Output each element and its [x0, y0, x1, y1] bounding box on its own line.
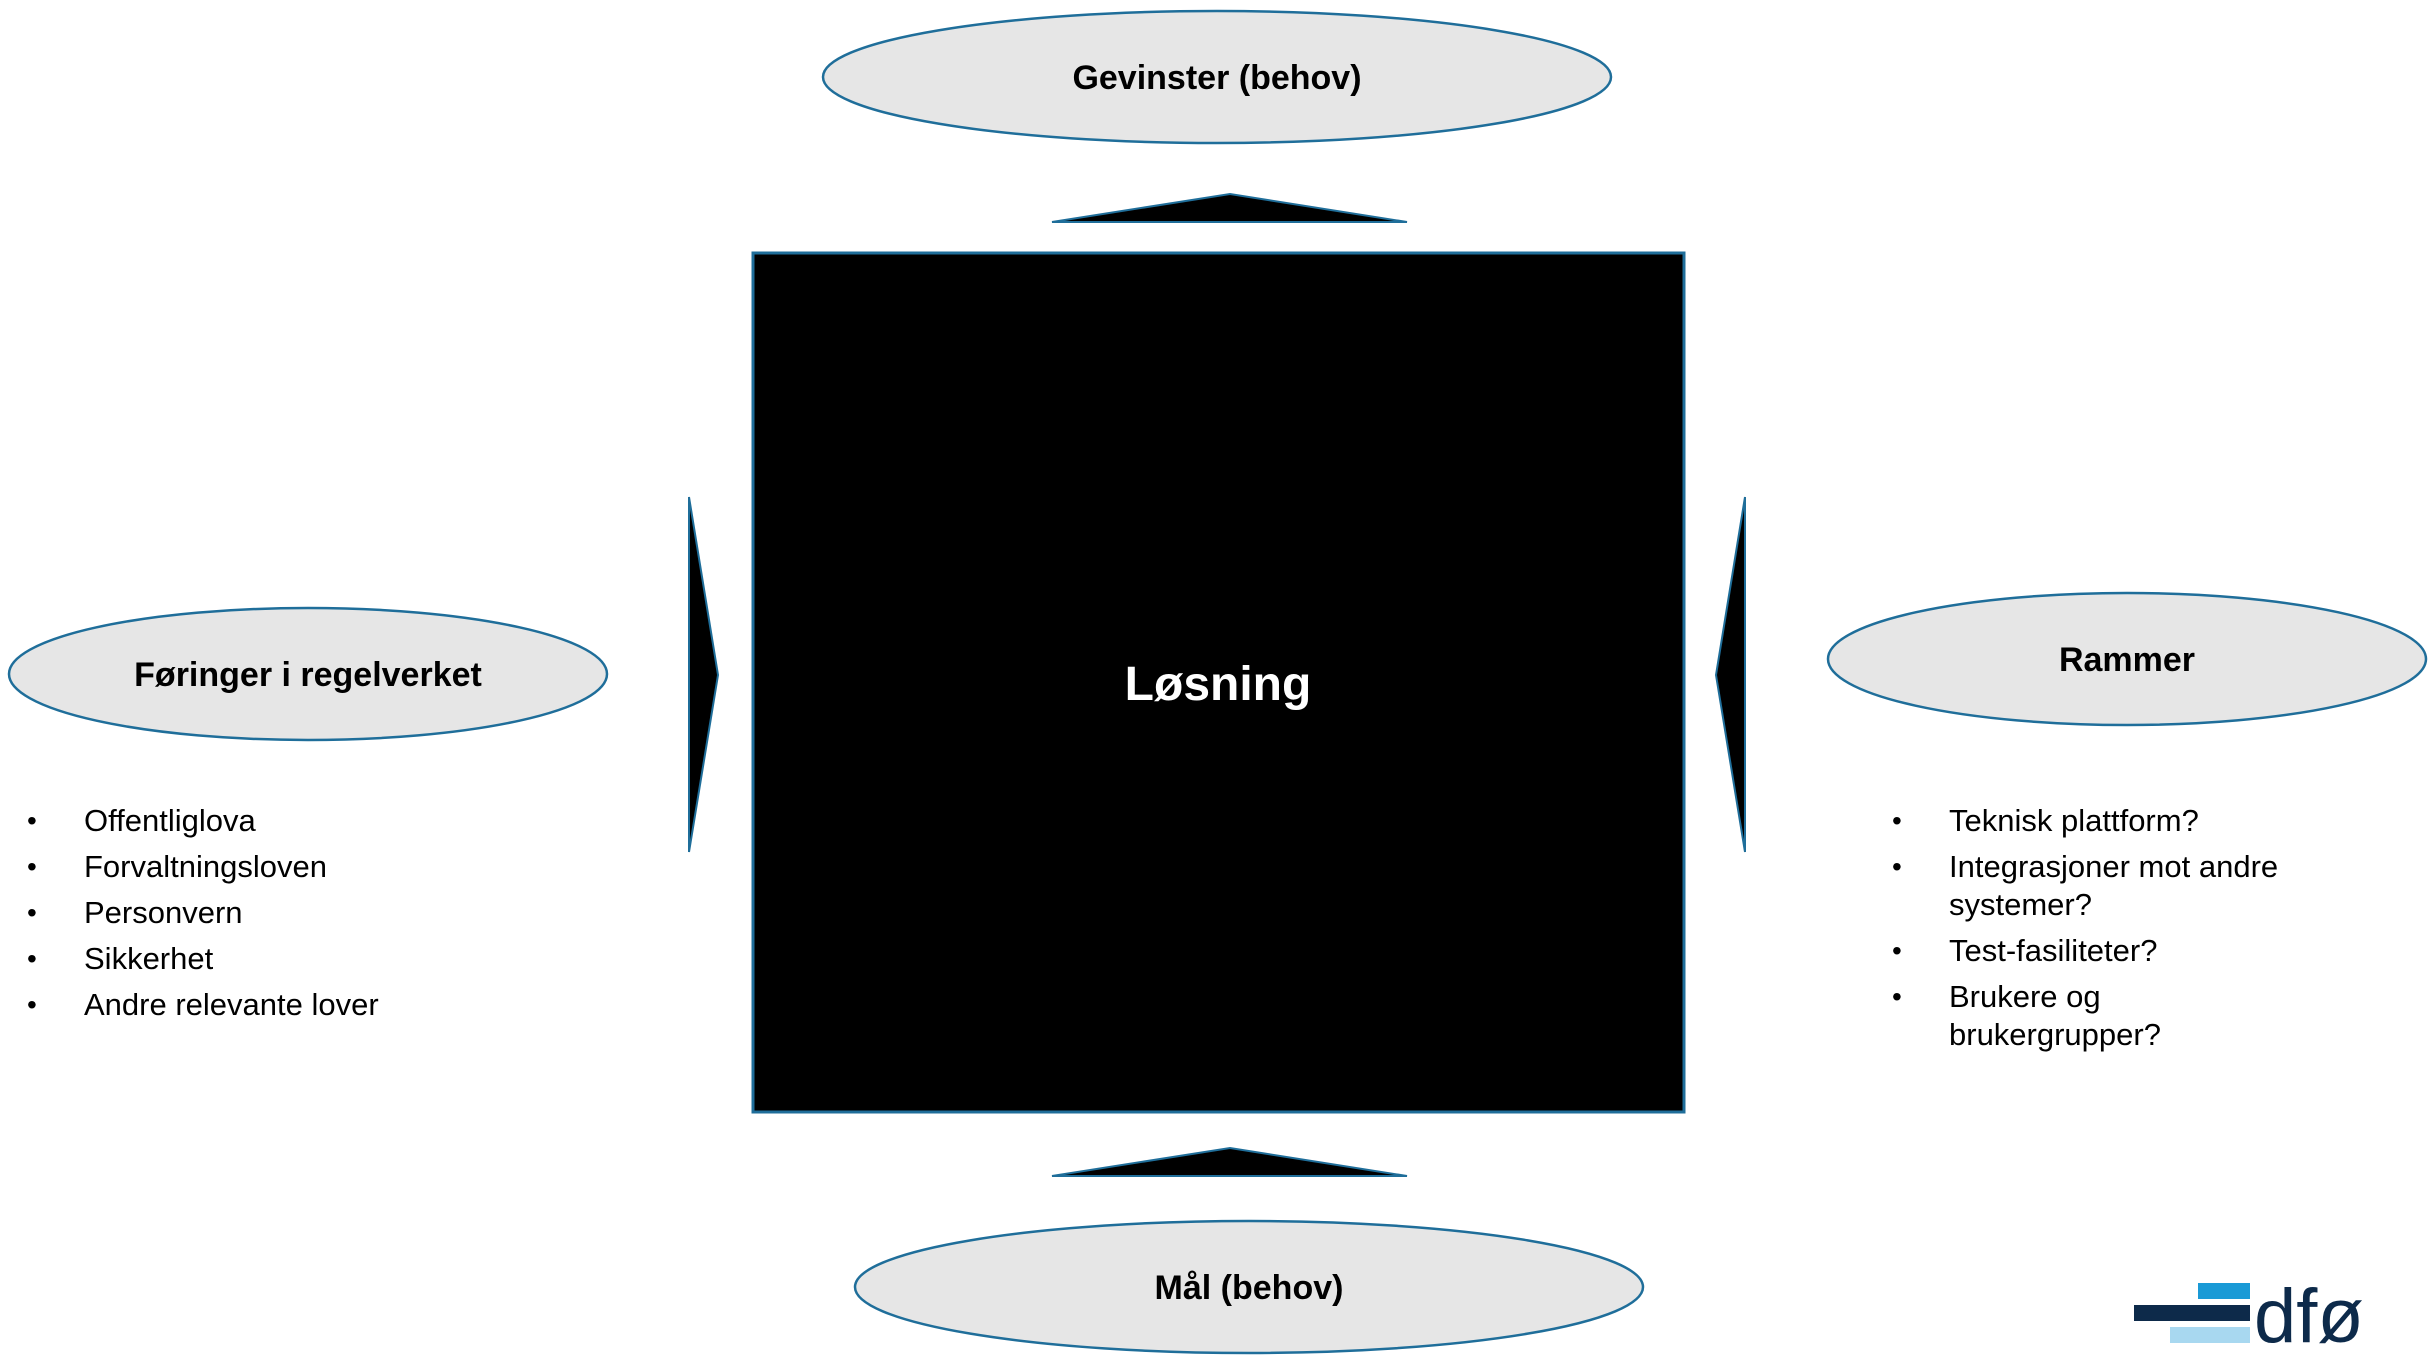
logo-bar-dark [2134, 1305, 2250, 1321]
node-center-box [751, 251, 1686, 1114]
node-left-ellipse [7, 606, 609, 742]
logo-bar-light [2170, 1327, 2250, 1343]
list-item: Brukere og brukergrupper? [1892, 978, 2312, 1054]
node-center: Løsning [751, 251, 1686, 1114]
node-right-label: Rammer [2059, 641, 2195, 679]
list-item: Test-fasiliteter? [1892, 932, 2312, 970]
node-right: Rammer [1826, 591, 2428, 727]
node-top-ellipse [821, 9, 1613, 145]
arrow-up-top [1051, 192, 1408, 223]
list-item: Teknisk plattform? [1892, 802, 2312, 840]
logo-text: dfø [2254, 1283, 2364, 1349]
node-left-label: Føringer i regelverket [134, 656, 482, 694]
list-item: Forvaltningsloven [27, 848, 627, 886]
node-left: Føringer i regelverket [7, 606, 609, 742]
node-center-label: Løsning [1125, 658, 1312, 711]
list-item: Andre relevante lover [27, 986, 627, 1024]
right-bullet-list: Teknisk plattform? Integrasjoner mot and… [1892, 802, 2312, 1062]
arrow-left-right [1714, 496, 1746, 853]
list-item: Integrasjoner mot andre systemer? [1892, 848, 2312, 924]
list-item: Offentliglova [27, 802, 627, 840]
list-item: Sikkerhet [27, 940, 627, 978]
arrow-up-bottom [1051, 1146, 1408, 1177]
arrow-right-left [688, 496, 720, 853]
node-top-label: Gevinster (behov) [1072, 59, 1361, 97]
list-item: Personvern [27, 894, 627, 932]
left-bullet-list: Offentliglova Forvaltningsloven Personve… [27, 802, 627, 1032]
node-right-ellipse [1826, 591, 2428, 727]
node-bottom-label: Mål (behov) [1155, 1269, 1344, 1307]
node-bottom: Mål (behov) [853, 1219, 1645, 1355]
node-bottom-ellipse [853, 1219, 1645, 1355]
node-top: Gevinster (behov) [821, 9, 1613, 145]
dfo-logo: dfø [2134, 1283, 2364, 1349]
logo-bar-mid [2198, 1283, 2250, 1299]
